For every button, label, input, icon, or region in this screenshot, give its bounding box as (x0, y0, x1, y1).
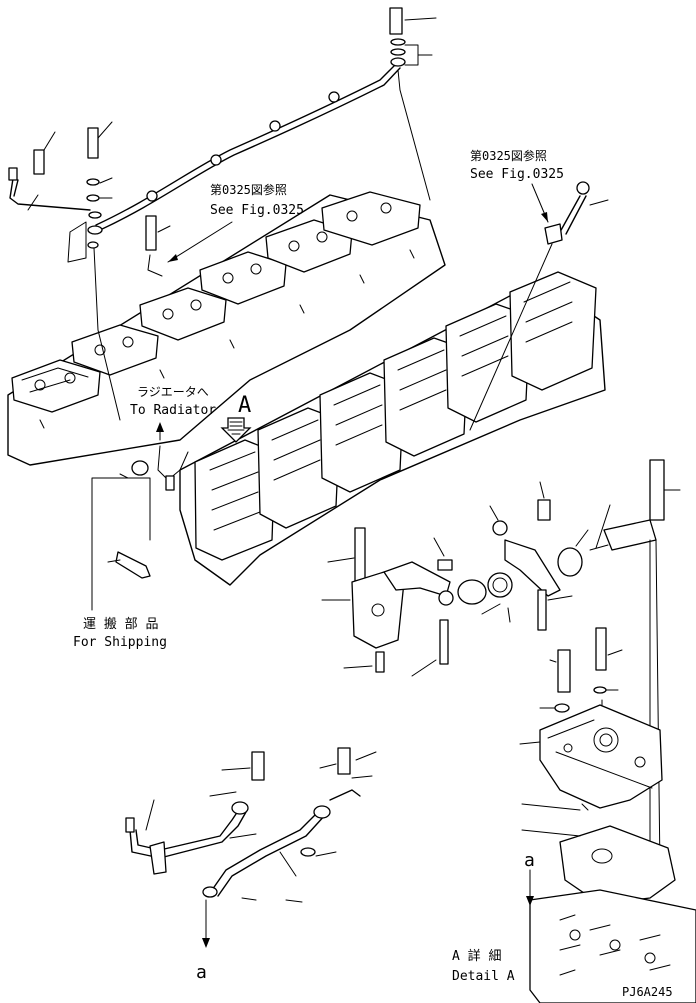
view-a-letter: A (238, 393, 251, 418)
see-fig-right-jp: 第0325図参照 (470, 148, 547, 163)
bottom-tube-assembly: a (125, 747, 377, 983)
right-bolt-assembly (469, 181, 609, 431)
bolt-left-a (33, 149, 45, 175)
see-fig-right-en: See Fig.0325 (470, 167, 564, 182)
head-r5 (445, 303, 531, 423)
see-fig-right-callout: 第0325図参照 See Fig.0325 (470, 148, 564, 223)
head-l5 (265, 219, 353, 273)
to-radiator-callout: ラジエータへ To Radiator (130, 385, 216, 491)
left-tube-assembly (8, 7, 437, 421)
detail-a-jp: A 詳 細 (452, 948, 501, 964)
for-shipping-en: For Shipping (73, 635, 167, 650)
ref-a-upper: a (524, 850, 535, 871)
to-radiator-en: To Radiator (130, 403, 216, 418)
head-l1 (11, 359, 101, 413)
detail-a-parts: a (519, 627, 696, 1003)
see-fig-top-en: See Fig.0325 (210, 203, 304, 218)
to-radiator-jp: ラジエータへ (137, 385, 209, 399)
bolt-upper (389, 7, 403, 35)
left-cylinder-bank (7, 191, 446, 466)
arrow-down-icon (202, 938, 210, 948)
head-l4 (199, 251, 287, 305)
head-r1 (194, 439, 276, 561)
head-r2 (257, 407, 341, 529)
arrow-up-icon (156, 422, 164, 432)
detail-a-en: Detail A (452, 969, 515, 984)
head-r6 (509, 271, 597, 391)
head-l6 (321, 191, 421, 246)
for-shipping-jp: 運 搬 部 品 (83, 617, 158, 632)
bolt-left-b (87, 127, 99, 159)
head-l2 (71, 324, 159, 376)
rocker-arm-parts (321, 459, 681, 871)
ref-a-lower: a (196, 962, 207, 983)
head-r3 (319, 372, 405, 493)
for-shipping-group: 運 搬 部 品 For Shipping (73, 460, 167, 650)
arrow-down-icon (526, 896, 534, 906)
see-fig-top-jp: 第0325図参照 (210, 182, 287, 197)
head-l3 (139, 287, 227, 341)
detail-a-caption: A 詳 細 Detail A (452, 948, 515, 984)
view-a-marker: A (220, 393, 252, 443)
see-fig-top-callout: 第0325図参照 See Fig.0325 (167, 182, 304, 263)
drawing-code: PJ6A245 (622, 985, 673, 999)
right-cylinder-bank (179, 271, 606, 586)
